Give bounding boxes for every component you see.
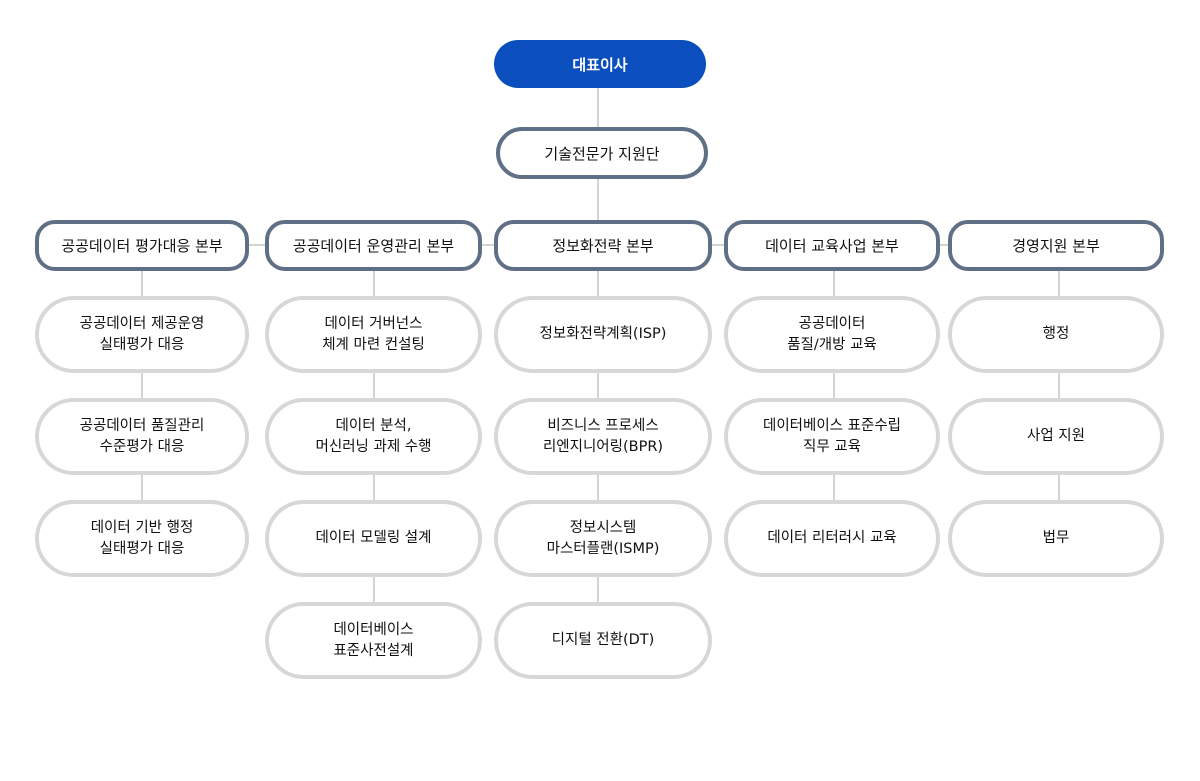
task-node: 데이터 리터러시 교육: [724, 500, 940, 577]
task-node: 공공데이터 품질/개방 교육: [724, 296, 940, 373]
task-node: 사업 지원: [948, 398, 1164, 475]
task-node: 데이터베이스 표준수립 직무 교육: [724, 398, 940, 475]
task-node: 공공데이터 품질관리 수준평가 대응: [35, 398, 249, 475]
division-management-support: 경영지원 본부: [948, 220, 1164, 271]
division-it-strategy: 정보화전략 본부: [494, 220, 712, 271]
division-data-education: 데이터 교육사업 본부: [724, 220, 940, 271]
connector-ceo-support: [597, 86, 599, 130]
task-node: 데이터베이스 표준사전설계: [265, 602, 482, 679]
connector-support-divisions: [597, 178, 599, 222]
ceo-node: 대표이사: [494, 40, 706, 88]
division-public-data-eval: 공공데이터 평가대응 본부: [35, 220, 249, 271]
task-node: 데이터 기반 행정 실태평가 대응: [35, 500, 249, 577]
task-node: 행정: [948, 296, 1164, 373]
task-node: 정보화전략계획(ISP): [494, 296, 712, 373]
task-node: 공공데이터 제공운영 실태평가 대응: [35, 296, 249, 373]
task-node: 데이터 거버넌스 체계 마련 컨설팅: [265, 296, 482, 373]
task-node: 데이터 모델링 설계: [265, 500, 482, 577]
division-public-data-ops: 공공데이터 운영관리 본부: [265, 220, 482, 271]
tech-expert-support-node: 기술전문가 지원단: [496, 127, 708, 179]
task-node: 데이터 분석, 머신러닝 과제 수행: [265, 398, 482, 475]
task-node: 디지털 전환(DT): [494, 602, 712, 679]
task-node: 정보시스템 마스터플랜(ISMP): [494, 500, 712, 577]
task-node: 법무: [948, 500, 1164, 577]
task-node: 비즈니스 프로세스 리엔지니어링(BPR): [494, 398, 712, 475]
